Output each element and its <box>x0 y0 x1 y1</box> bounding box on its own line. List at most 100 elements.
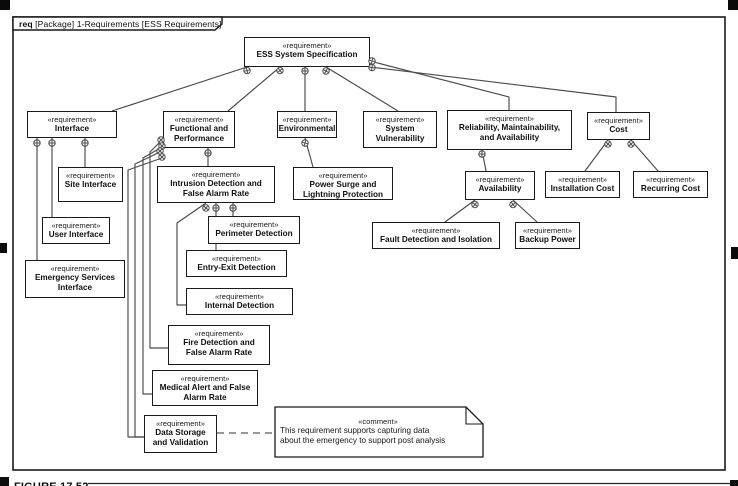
requirement-stereotype: «requirement» <box>174 115 224 124</box>
requirement-stereotype: «requirement» <box>229 220 279 229</box>
requirement-name-line: Reliability, Maintainability, <box>458 123 561 132</box>
requirement-name-line: Entry-Exit Detection <box>197 263 276 272</box>
requirement-name-line: Perimeter Detection <box>215 229 293 238</box>
containment-connector <box>227 66 281 112</box>
containment-connector <box>584 139 609 172</box>
frame-title: [Package] 1-Requirements [ESS Requiremen… <box>32 19 222 29</box>
requirement-name-line: Availability <box>478 184 522 193</box>
requirement-stereotype: «requirement» <box>212 254 261 263</box>
frame-tab-shape <box>12 16 223 31</box>
requirement-name-line: Data Storage <box>155 428 206 437</box>
requirement-node-cost: «requirement»Cost <box>587 112 650 140</box>
requirement-stereotype: «requirement» <box>50 264 100 273</box>
requirement-node-recurring-cost: «requirement»Recurring Cost <box>633 171 708 198</box>
frame-keyword: req <box>19 19 33 29</box>
requirement-stereotype: «requirement» <box>318 171 368 180</box>
containment-connector <box>127 157 163 438</box>
requirement-node-fault-detection-and-isolation: «requirement»Fault Detection and Isolati… <box>372 222 500 249</box>
requirement-name-line: Internal Detection <box>204 301 275 310</box>
figure-caption-text: FIGURE 17.52 <box>14 481 89 486</box>
requirement-stereotype: «requirement» <box>646 175 695 184</box>
requirement-name-line: Site Interface <box>64 180 117 189</box>
requirement-name-line: Performance <box>173 133 225 143</box>
requirement-name-line: Alarm Rate <box>183 392 227 402</box>
comment-note-shape <box>274 406 484 458</box>
requirement-node-environmental: «requirement»Environmental <box>277 111 337 138</box>
scan-mark <box>730 480 738 486</box>
requirement-stereotype: «requirement» <box>180 374 230 383</box>
requirement-node-entry-exit-detection: «requirement»Entry-Exit Detection <box>186 250 287 277</box>
diagram-frame <box>12 16 726 471</box>
requirement-stereotype: «requirement» <box>51 221 101 230</box>
requirement-stereotype: «requirement» <box>523 226 572 235</box>
requirement-stereotype: «requirement» <box>47 115 97 124</box>
figure-caption: FIGURE 17.52 <box>0 477 240 486</box>
requirement-node-interface: «requirement»Interface <box>27 111 117 138</box>
requirement-name-line: ESS System Specification <box>256 50 358 59</box>
requirement-name-line: User Interface <box>48 230 104 239</box>
scan-mark <box>0 0 10 10</box>
requirement-name-line: Installation Cost <box>550 184 615 193</box>
containment-connector <box>512 199 538 223</box>
requirement-name-line: Fault Detection and Isolation <box>380 235 492 244</box>
comment-stereotype: «comment» <box>358 417 398 426</box>
requirement-node-user-interface: «requirement»User Interface <box>42 217 110 244</box>
requirement-node-perimeter-detection: «requirement»Perimeter Detection <box>208 216 300 244</box>
requirement-node-installation-cost: «requirement»Installation Cost <box>545 171 620 198</box>
comment-line-2: about the emergency to support post anal… <box>280 436 446 446</box>
requirement-name-line: Medical Alert and False <box>159 383 251 392</box>
requirement-node-ess-system-specification: «requirement»ESS System Specification <box>244 37 370 67</box>
containment-connector <box>325 66 399 112</box>
requirement-stereotype: «requirement» <box>66 171 115 180</box>
containment-connector <box>444 199 476 223</box>
frame-tab-label: req [Package] 1-Requirements [ESS Requir… <box>19 19 221 29</box>
requirement-name-line: False Alarm Rate <box>185 347 253 357</box>
requirement-name-line: Emergency Services <box>34 273 116 282</box>
scan-mark <box>0 243 7 253</box>
containment-connector <box>176 202 207 306</box>
requirement-node-backup-power: «requirement»Backup Power <box>515 222 580 249</box>
requirement-stereotype: «requirement» <box>282 41 332 50</box>
requirement-name-line: Lightning Protection <box>302 189 384 199</box>
requirement-name-line: Fire Detection and <box>183 338 255 347</box>
containment-connector <box>111 66 248 112</box>
requirement-name-line: and Availability <box>479 132 540 142</box>
containment-connector <box>369 66 617 112</box>
requirement-name-line: System <box>385 124 415 133</box>
requirement-stereotype: «requirement» <box>594 116 643 125</box>
requirement-name-line: False Alarm Rate <box>182 188 250 198</box>
requirement-name-line: Vulnerability <box>375 133 425 143</box>
requirement-name-line: Backup Power <box>519 235 576 244</box>
requirement-stereotype: «requirement» <box>485 114 534 123</box>
requirement-node-site-interface: «requirement»Site Interface <box>58 167 123 202</box>
containment-connector <box>630 139 659 172</box>
scan-mark <box>731 247 738 259</box>
requirement-node-internal-detection: «requirement»Internal Detection <box>186 288 293 315</box>
requirement-stereotype: «requirement» <box>194 329 244 338</box>
requirement-stereotype: «requirement» <box>191 170 241 179</box>
containment-connector <box>142 146 163 395</box>
requirement-stereotype: «requirement» <box>558 175 607 184</box>
figure-caption-marker <box>0 477 9 486</box>
requirement-name-line: Power Surge and <box>309 180 377 189</box>
requirement-stereotype: «requirement» <box>475 175 525 184</box>
containment-connector <box>149 140 168 349</box>
requirement-name-line: Interface <box>54 124 90 133</box>
requirement-node-reliability-maintainability-availability: «requirement»Reliability, Maintainabilit… <box>447 110 572 150</box>
requirement-name-line: Cost <box>609 125 628 134</box>
requirement-stereotype: «requirement» <box>375 115 425 124</box>
comment-note-fold-icon <box>465 407 483 425</box>
requirement-name-line: and Validation <box>152 437 209 447</box>
requirement-node-availability: «requirement»Availability <box>465 171 535 200</box>
comment-note: «comment» This requirement supports capt… <box>277 417 479 446</box>
